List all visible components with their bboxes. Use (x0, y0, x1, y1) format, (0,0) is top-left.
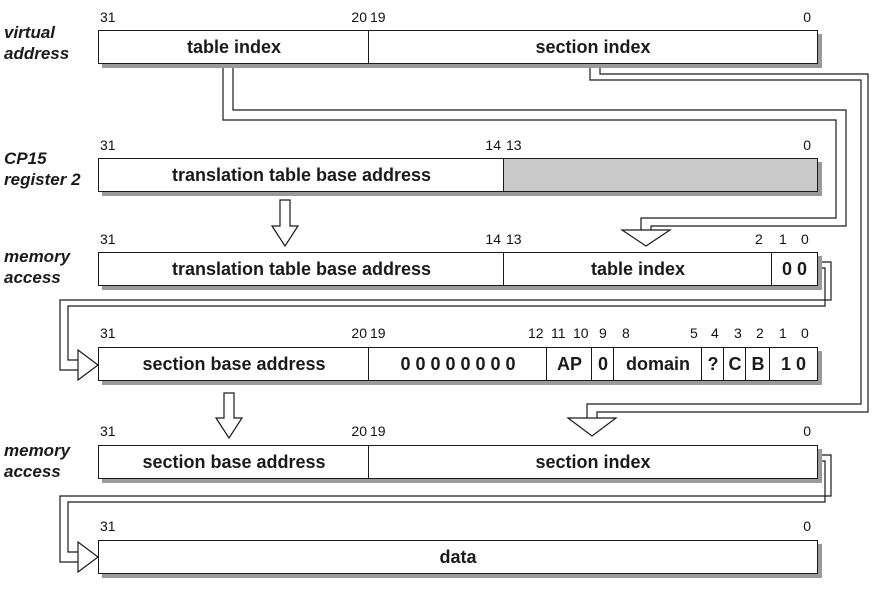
low-bits-field: 0 0 (771, 252, 818, 286)
bit-number: 19 (370, 9, 386, 25)
descriptor-fetch-flow-line (67, 267, 826, 361)
section-base-address-field: section base address (98, 445, 370, 479)
bit-number: 11 (551, 325, 566, 341)
zero-bits-field: 0 0 0 0 0 0 0 0 (368, 347, 548, 381)
bit-number: 0 (801, 325, 809, 341)
bit-number: 19 (370, 325, 386, 341)
bit-number: 14 (485, 137, 501, 153)
physical-address: section base address section index (98, 445, 818, 479)
bit-number: 10 (573, 325, 589, 341)
bit-number: 2 (755, 231, 763, 247)
translation-table-base-field: translation table base address (98, 252, 505, 286)
bit-number: 31 (100, 231, 116, 247)
unknown-bit-field: ? (701, 347, 725, 381)
descriptor-fetch-flow-line (59, 261, 832, 371)
bit-number: 1 (779, 231, 787, 247)
down-arrow-icon (214, 392, 244, 440)
section-base-address-field: section base address (98, 347, 370, 381)
table-index-flow-line (232, 68, 847, 230)
c-bit-field: C (723, 347, 747, 381)
first-level-descriptor-address: translation table base address table ind… (98, 252, 818, 286)
section-index-field: section index (368, 30, 818, 64)
bit-number: 31 (100, 137, 116, 153)
b-bit-field: B (745, 347, 771, 381)
data-fetch-flow-line (67, 460, 826, 553)
data-word: data (98, 540, 818, 574)
translation-table-base-field: translation table base address (98, 158, 505, 192)
bit-number: 0 (803, 137, 811, 153)
reserved-field (503, 158, 818, 192)
bit-number: 31 (100, 9, 116, 25)
section-descriptor: section base address 0 0 0 0 0 0 0 0 AP … (98, 347, 818, 381)
table-index-field: table index (503, 252, 773, 286)
table-index-flow-line (222, 68, 837, 230)
virtual-address-register: table index section index (98, 30, 818, 64)
domain-field: domain (613, 347, 703, 381)
bit-number: 14 (485, 231, 501, 247)
section-index-flow-line (596, 68, 869, 418)
bit-number: 20 (351, 423, 367, 439)
bit-number: 0 (803, 423, 811, 439)
bit-number: 20 (351, 325, 367, 341)
bit-number: 31 (100, 325, 116, 341)
arrow-head-icon (77, 540, 99, 574)
arrow-head-icon (566, 417, 618, 437)
section-index-field: section index (368, 445, 818, 479)
zero-bit-field: 0 (591, 347, 615, 381)
bit-number: 0 (801, 231, 809, 247)
ap-field: AP (546, 347, 593, 381)
bit-number: 8 (622, 325, 630, 341)
bit-number: 0 (803, 9, 811, 25)
bit-number: 13 (506, 137, 522, 153)
bit-number: 31 (100, 518, 116, 534)
bit-number: 1 (779, 325, 787, 341)
data-field: data (98, 540, 818, 574)
bit-number: 4 (711, 325, 719, 341)
section-index-flow-line (586, 68, 862, 418)
bit-number: 31 (100, 423, 116, 439)
bit-number: 5 (690, 325, 698, 341)
bit-number: 19 (370, 423, 386, 439)
bit-number: 9 (599, 325, 607, 341)
bit-number: 13 (506, 231, 522, 247)
bit-number: 20 (351, 9, 367, 25)
bit-number: 2 (756, 325, 764, 341)
cp15-register-2: translation table base address (98, 158, 818, 192)
type-bits-field: 1 0 (769, 347, 818, 381)
bit-number: 3 (734, 325, 742, 341)
bit-number: 0 (803, 518, 811, 534)
table-index-field: table index (98, 30, 370, 64)
arrow-head-icon (620, 229, 672, 247)
arrow-head-icon (77, 348, 99, 382)
bit-number: 12 (528, 325, 544, 341)
data-fetch-flow-line (59, 454, 832, 563)
down-arrow-icon (270, 199, 300, 248)
